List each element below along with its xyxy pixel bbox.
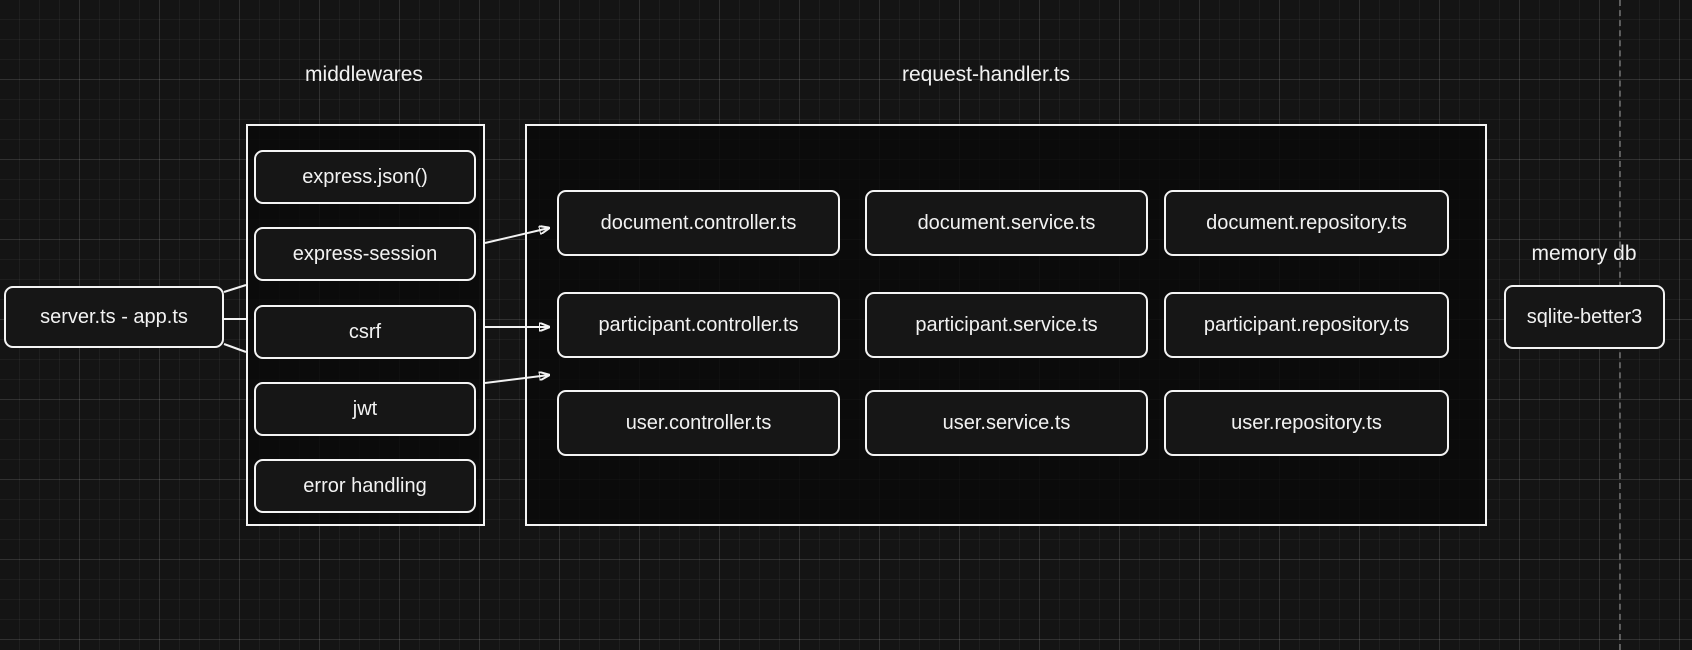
edge-entry-to-middlewares-1 [223, 284, 247, 293]
node-error-handling[interactable]: error handling [254, 459, 476, 513]
group-label-request-handler: request-handler.ts [901, 63, 1071, 86]
node-participant-service[interactable]: participant.service.ts [865, 292, 1148, 358]
node-user-service[interactable]: user.service.ts [865, 390, 1148, 456]
node-csrf[interactable]: csrf [254, 305, 476, 359]
node-participant-controller[interactable]: participant.controller.ts [557, 292, 840, 358]
node-jwt[interactable]: jwt [254, 382, 476, 436]
group-label-middlewares: middlewares [305, 63, 423, 86]
node-document-controller[interactable]: document.controller.ts [557, 190, 840, 256]
node-document-repository[interactable]: document.repository.ts [1164, 190, 1449, 256]
node-server-app[interactable]: server.ts - app.ts [4, 286, 224, 348]
group-label-memory-db: memory db [1531, 242, 1637, 265]
node-express-session[interactable]: express-session [254, 227, 476, 281]
node-participant-repository[interactable]: participant.repository.ts [1164, 292, 1449, 358]
node-document-service[interactable]: document.service.ts [865, 190, 1148, 256]
node-user-repository[interactable]: user.repository.ts [1164, 390, 1449, 456]
edge-entry-to-middlewares-3 [223, 343, 247, 353]
node-express-json[interactable]: express.json() [254, 150, 476, 204]
node-sqlite-better3[interactable]: sqlite-better3 [1504, 285, 1665, 349]
node-user-controller[interactable]: user.controller.ts [557, 390, 840, 456]
